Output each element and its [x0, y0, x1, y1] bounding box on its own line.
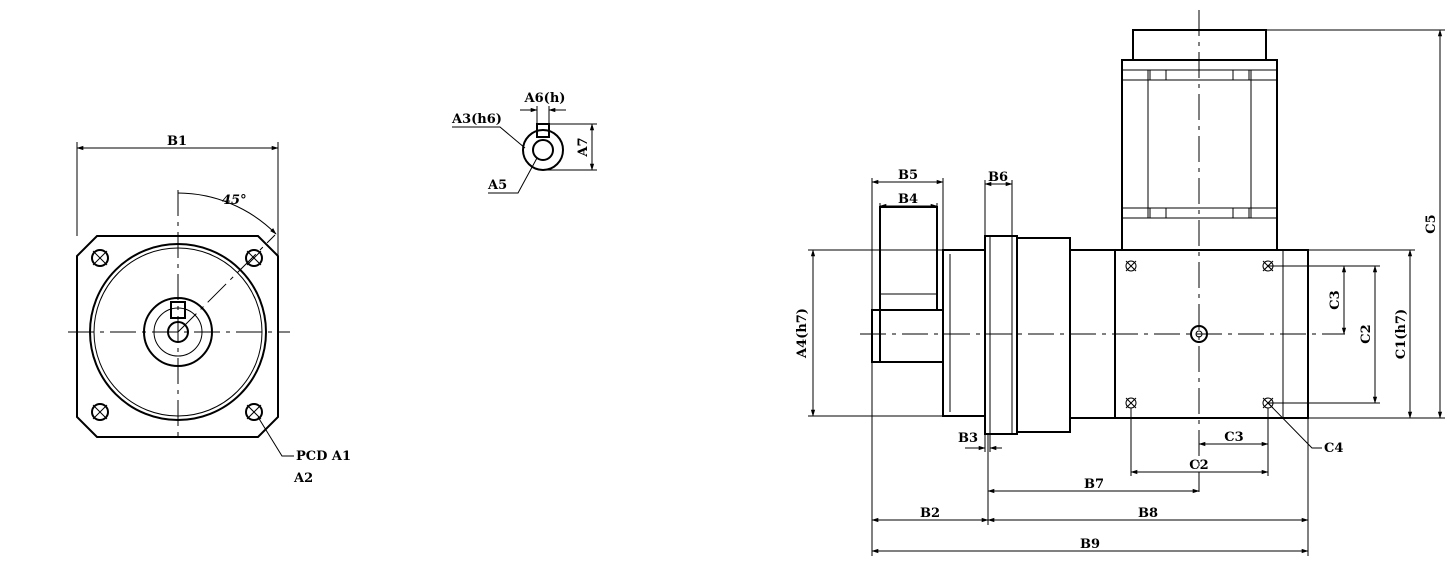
dim-c4-label: C4	[1324, 441, 1343, 456]
angle-label: 45°	[222, 193, 247, 208]
dim-b6-label: B6	[988, 170, 1008, 185]
housing-bolt	[1125, 397, 1137, 409]
side-key	[879, 206, 938, 311]
side-view: A4(h7) B5 B4 B6 B3 C3 C2 B7 B2	[795, 10, 1445, 556]
shaft-detail-key	[536, 123, 550, 138]
output-shaft	[871, 309, 944, 363]
shaft-detail: A6(h) A7 A3(h6) A5	[451, 91, 597, 194]
pcd-label: PCD A1	[296, 449, 351, 464]
dim-b3-label: B3	[958, 431, 978, 446]
bolt-hole	[91, 249, 109, 267]
dim-b1-label: B1	[167, 134, 187, 149]
dim-c3-bottom-label: C3	[1224, 430, 1243, 445]
dim-b7-label: B7	[1084, 477, 1104, 492]
reducer-body	[1016, 237, 1071, 433]
bolt-hole	[245, 403, 263, 421]
dim-c5-label: C5	[1424, 214, 1439, 233]
dim-b9-label: B9	[1080, 537, 1100, 552]
dim-c3-side-label: C3	[1328, 290, 1343, 309]
dim-a3-label: A3(h6)	[451, 112, 502, 127]
dim-a7-label: A7	[576, 137, 591, 157]
housing-bolt	[1125, 260, 1137, 272]
dim-c2-bottom-label: C2	[1189, 458, 1208, 473]
bolt-hole	[91, 403, 109, 421]
dim-c1-label: C1(h7)	[1394, 309, 1409, 359]
dim-a6-label: A6(h)	[524, 91, 566, 106]
bolt-hole	[245, 249, 263, 267]
dim-b4-label: B4	[898, 192, 918, 207]
a2-label: A2	[293, 471, 313, 486]
shaft-detail-inner	[532, 139, 554, 161]
pilot-step	[942, 249, 986, 417]
dim-a4-label: A4(h7)	[795, 308, 810, 359]
front-view: B1 45° PCD A1 A2	[68, 134, 351, 486]
dim-b2-label: B2	[920, 506, 940, 521]
dim-b5-label: B5	[898, 168, 918, 183]
dim-c2-side-label: C2	[1359, 324, 1374, 343]
dim-a5-label: A5	[487, 178, 507, 193]
dim-b8-label: B8	[1138, 506, 1158, 521]
angle-arc	[177, 192, 277, 235]
flange-outline	[76, 235, 279, 438]
